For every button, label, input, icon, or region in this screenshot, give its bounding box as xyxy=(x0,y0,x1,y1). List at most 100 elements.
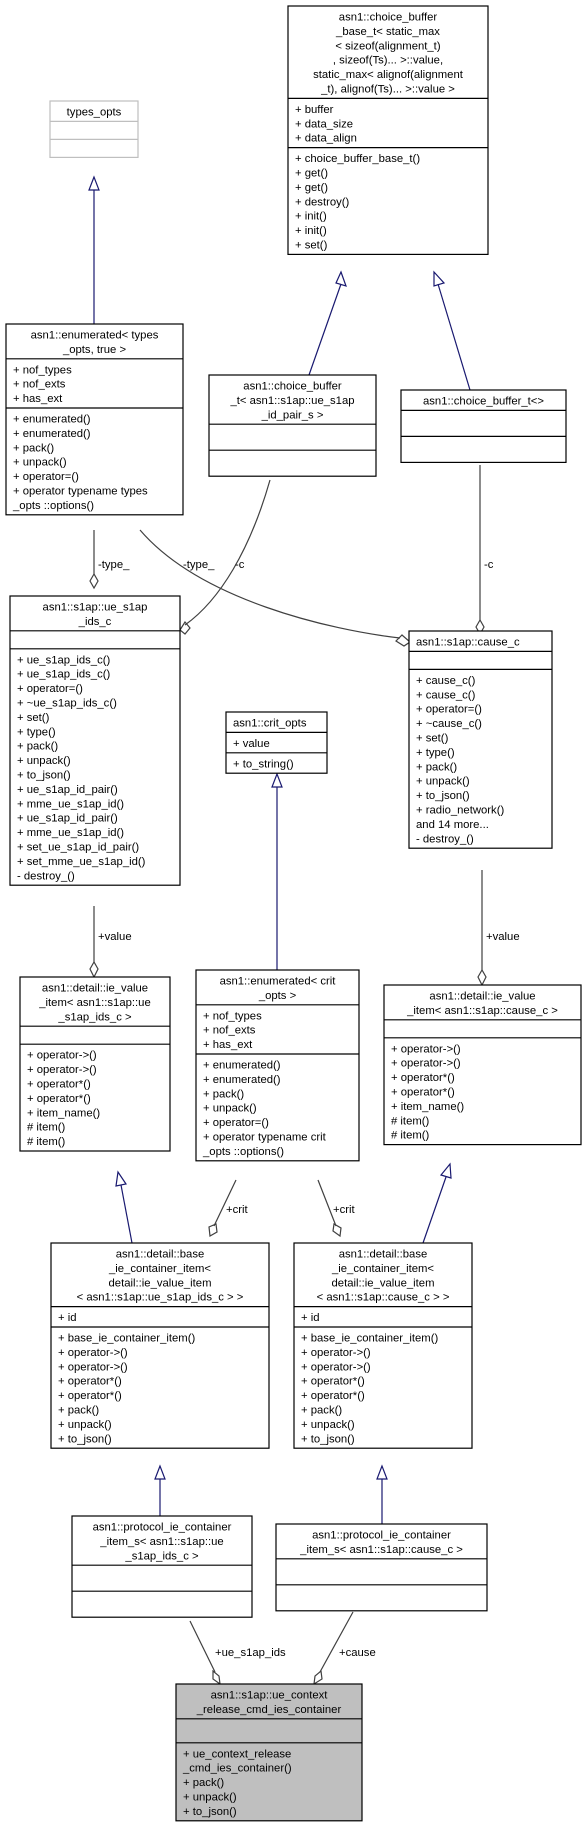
class-method: - destroy_() xyxy=(416,833,474,845)
class-box-enumerated-crit: asn1::enumerated< crit_opts >+ nof_types… xyxy=(195,969,360,1162)
class-title-line: asn1::protocol_ie_container xyxy=(93,1522,232,1534)
class-method: + ue_s1ap_id_pair() xyxy=(17,813,118,825)
class-method: + cause_c() xyxy=(416,689,476,701)
class-attribute: + nof_exts xyxy=(203,1025,256,1037)
class-box-protocol-container-ue: asn1::protocol_ie_container_item_s< asn1… xyxy=(71,1515,253,1618)
class-method: + operator->() xyxy=(391,1043,461,1055)
composition-diamond xyxy=(208,1223,218,1237)
class-attribute: + nof_types xyxy=(13,364,72,376)
class-title-line: _s1ap_ids_c > xyxy=(57,1011,132,1023)
class-method: + operator->() xyxy=(58,1361,128,1373)
class-method: + set() xyxy=(17,712,50,724)
class-method: + pack() xyxy=(416,761,457,773)
class-method: + item_name() xyxy=(391,1101,464,1113)
class-box-frame xyxy=(293,1242,473,1449)
class-method: + base_ie_container_item() xyxy=(301,1333,438,1345)
class-box-crit-opts: asn1::crit_opts+ value+ to_string() xyxy=(225,711,328,774)
class-box-frame xyxy=(19,976,171,1152)
class-box-frame xyxy=(287,5,489,255)
diagram-nodes: asn1::choice_buffer_base_t< static_max< … xyxy=(5,5,582,1822)
class-method: + unpack() xyxy=(416,776,470,788)
class-method: + operator*() xyxy=(27,1079,91,1091)
class-method: - destroy_() xyxy=(17,870,75,882)
class-method: + unpack() xyxy=(203,1103,257,1115)
class-attribute: + buffer xyxy=(295,104,334,116)
class-title-line: _base_t< static_max xyxy=(335,26,440,38)
class-box-enumerated-types: asn1::enumerated< types_opts, true >+ no… xyxy=(5,323,184,516)
class-box-frame xyxy=(5,323,184,516)
class-method: + operator*() xyxy=(58,1376,122,1388)
class-method: + ue_s1ap_ids_c() xyxy=(17,669,110,681)
edge-empty-to-choice-buffer-base xyxy=(437,283,471,391)
class-box-ie-value-cause: asn1::detail::ie_value_item< asn1::s1ap:… xyxy=(383,984,582,1146)
class-method: + type() xyxy=(17,726,56,738)
class-method: + choice_buffer_base_t() xyxy=(295,153,420,165)
class-box-base-container-cause: asn1::detail::base_ie_container_item<det… xyxy=(293,1242,473,1449)
class-title-line: detail::ie_value_item xyxy=(109,1277,212,1289)
class-method: + operator->() xyxy=(58,1347,128,1359)
inherit-arrowhead xyxy=(376,1464,388,1480)
edge-label-type-mid: -type_ xyxy=(183,559,215,571)
class-method: + ue_context_release xyxy=(183,1748,291,1760)
class-method: + destroy() xyxy=(295,196,350,208)
class-method: + get() xyxy=(295,168,328,180)
class-box-frame xyxy=(50,1242,270,1449)
class-title-line: _t< asn1::s1ap::ue_s1ap xyxy=(229,395,354,407)
class-method: + pack() xyxy=(58,1405,99,1417)
edge-ue-s1ap-ids-to-release xyxy=(189,1620,216,1673)
class-title-line: < sizeof(alignment_t) xyxy=(335,40,440,52)
class-method: _opts ::options() xyxy=(12,500,94,512)
class-method: + pack() xyxy=(17,741,58,753)
class-title-line: static_max< alignof(alignment xyxy=(313,69,464,81)
composition-diamond xyxy=(89,572,99,590)
class-method: + operator=() xyxy=(203,1117,269,1129)
class-method: + ~cause_c() xyxy=(416,718,482,730)
class-method: + mme_ue_s1ap_id() xyxy=(17,798,124,810)
class-box-ue-s1ap-ids-c: asn1::s1ap::ue_s1ap_ids_c+ ue_s1ap_ids_c… xyxy=(9,595,181,886)
inherit-arrowhead xyxy=(154,1464,166,1480)
class-method: + cause_c() xyxy=(416,675,476,687)
edge-c-to-ue-s1ap-ids xyxy=(184,479,271,626)
edge-cause-to-release xyxy=(319,1611,354,1673)
composition-diamond xyxy=(313,1669,323,1686)
class-title-line: asn1::protocol_ie_container xyxy=(312,1530,451,1542)
edge-label-crit-left: +crit xyxy=(226,1204,249,1216)
class-title-line: _ids_c xyxy=(78,616,112,628)
class-box-frame xyxy=(175,1683,363,1822)
class-method: + enumerated() xyxy=(13,414,91,426)
class-method: + to_json() xyxy=(301,1433,355,1445)
class-attribute: + id xyxy=(301,1312,320,1324)
class-method: + operator*() xyxy=(391,1072,455,1084)
class-method: + operator*() xyxy=(301,1390,365,1402)
edge-label-c-pair: -c xyxy=(235,559,245,571)
edge-label-ue-s1ap-ids: +ue_s1ap_ids xyxy=(215,1647,286,1659)
class-method: + unpack() xyxy=(58,1419,112,1431)
class-attribute: + value xyxy=(233,738,270,750)
edge-label-value-cause: +value xyxy=(486,931,520,943)
edge-crit-to-base-ue xyxy=(213,1179,237,1227)
class-method: _opts ::options() xyxy=(202,1146,284,1158)
class-box-cause-c: asn1::s1ap::cause_c+ cause_c()+ cause_c(… xyxy=(408,630,553,849)
class-attribute: + has_ext xyxy=(13,393,63,405)
class-method: # item() xyxy=(391,1115,430,1127)
class-title-line: asn1::choice_buffer xyxy=(339,12,438,24)
class-method: # item() xyxy=(27,1136,66,1148)
class-method: + set() xyxy=(295,240,328,252)
class-method: + ~ue_s1ap_ids_c() xyxy=(17,698,117,710)
edge-label-cause: +cause xyxy=(339,1647,376,1659)
class-method: + get() xyxy=(295,182,328,194)
edge-base-ue-to-ie-value-ue xyxy=(120,1184,133,1244)
class-title-line: _item< asn1::s1ap::ue xyxy=(38,997,150,1009)
composition-diamond xyxy=(212,1669,221,1686)
class-method: + unpack() xyxy=(13,457,67,469)
composition-diamond xyxy=(89,960,99,979)
class-method: + operator*() xyxy=(301,1376,365,1388)
class-attribute: + nof_exts xyxy=(13,379,66,391)
class-method: + ue_s1ap_ids_c() xyxy=(17,654,110,666)
class-box-choice-buffer-pair: asn1::choice_buffer_t< asn1::s1ap::ue_s1… xyxy=(208,374,377,477)
class-title-line: asn1::s1ap::ue_context xyxy=(211,1690,329,1702)
class-method: + operator typename types xyxy=(13,486,148,498)
edge-type-to-cause xyxy=(139,529,401,639)
inherit-arrowhead xyxy=(88,175,100,191)
